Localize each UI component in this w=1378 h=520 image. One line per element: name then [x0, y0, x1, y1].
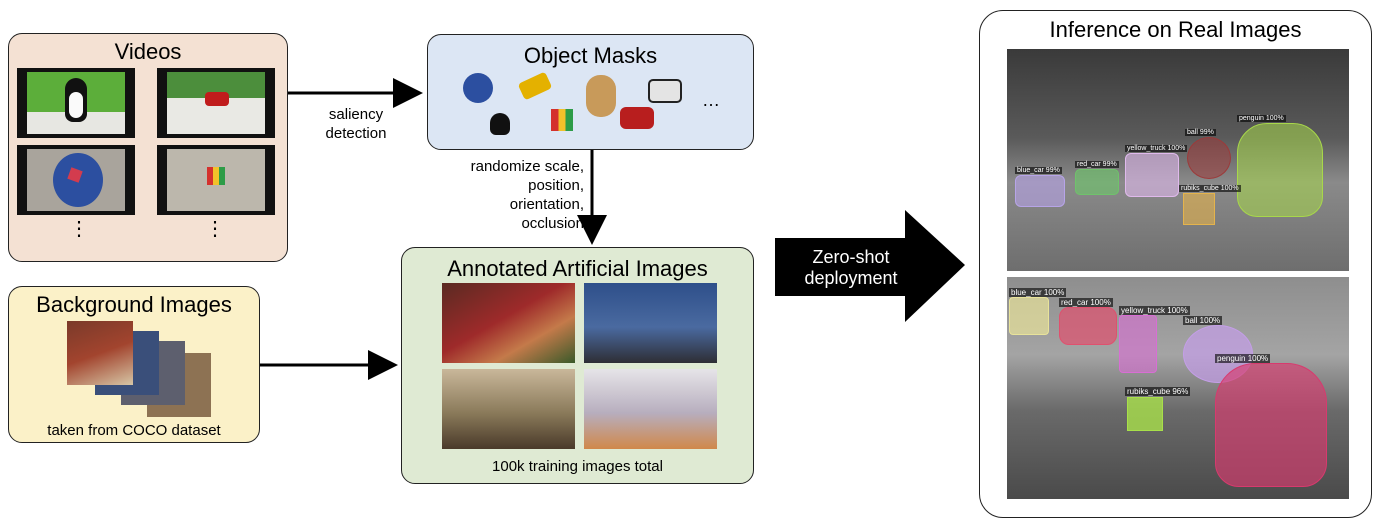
detection-blue-car-2	[1009, 297, 1049, 335]
randomize-label: randomize scale, position, orientation, …	[446, 157, 584, 233]
detection-penguin-2	[1215, 363, 1327, 487]
randomize-line-4: occlusion	[521, 215, 584, 232]
detection-red-car	[1075, 169, 1119, 195]
detection-rubiks-cube-2	[1127, 397, 1163, 431]
detection-penguin	[1237, 123, 1323, 217]
inference-title: Inference on Real Images	[1049, 17, 1302, 42]
inference-image-bottom: blue_car 100% red_car 100% yellow_truck …	[1007, 277, 1349, 499]
background-images-caption: taken from COCO dataset	[47, 422, 221, 439]
detection-red-car-label: red_car 99%	[1075, 161, 1119, 168]
background-image-stack-0	[67, 321, 133, 385]
annotated-image-1	[442, 283, 575, 363]
zero-shot-line-2: deployment	[804, 268, 898, 288]
annotated-images-caption: 100k training images total	[492, 458, 663, 475]
saliency-label: saliency detection	[304, 105, 408, 143]
annotated-image-4	[584, 369, 717, 449]
randomize-line-3: orientation,	[509, 196, 584, 213]
detection-rubiks-cube-label: rubiks_cube 100%	[1179, 185, 1241, 192]
detection-ball-2-label: ball 100%	[1183, 316, 1223, 325]
annotated-image-2	[584, 283, 717, 363]
randomize-line-2: position,	[528, 177, 584, 194]
inference-image-top: blue_car 99% red_car 99% yellow_truck 10…	[1007, 49, 1349, 271]
mask-blue-car-icon	[648, 79, 682, 103]
detection-yellow-truck-2-label: yellow_truck 100%	[1119, 306, 1190, 315]
inference-box: Inference on Real Images blue_car 99% re…	[979, 10, 1372, 518]
annotated-images-box: Annotated Artificial Images 100k trainin…	[401, 247, 754, 484]
mask-lion-icon	[586, 75, 616, 117]
car-icon	[205, 92, 229, 106]
video-thumbnail-cube	[157, 145, 275, 215]
zero-shot-label: Zero-shot deployment	[782, 247, 920, 289]
detection-yellow-truck-label: yellow_truck 100%	[1125, 145, 1188, 152]
mask-penguin-icon	[490, 113, 510, 135]
videos-box: Videos ⋮ ⋮	[8, 33, 288, 262]
annotated-image-3	[442, 369, 575, 449]
mask-red-car-icon	[620, 107, 654, 129]
saliency-line-1: saliency	[328, 106, 384, 123]
zero-shot-arrow	[775, 210, 965, 322]
detection-ball-label: ball 99%	[1185, 129, 1216, 136]
background-images-title: Background Images	[36, 292, 232, 317]
detection-blue-car-label: blue_car 99%	[1015, 167, 1062, 174]
detection-yellow-truck	[1125, 153, 1179, 197]
detection-rubiks-cube-2-label: rubiks_cube 96%	[1125, 387, 1191, 396]
detection-rubiks-cube	[1183, 193, 1215, 225]
detection-red-car-2-label: red_car 100%	[1059, 298, 1113, 307]
detection-blue-car	[1015, 175, 1065, 207]
videos-ellipsis-left: ⋮	[69, 218, 89, 240]
detection-ball	[1187, 137, 1231, 179]
detection-penguin-label: penguin 100%	[1237, 115, 1286, 122]
annotated-images-title: Annotated Artificial Images	[447, 256, 708, 281]
object-masks-ellipsis: …	[702, 90, 720, 110]
videos-title: Videos	[114, 39, 182, 64]
videos-ellipsis-right: ⋮	[205, 218, 225, 240]
video-thumbnail-penguin	[17, 68, 135, 138]
video-thumbnail-car	[157, 68, 275, 138]
zero-shot-line-1: Zero-shot	[812, 247, 890, 267]
detection-yellow-truck-2	[1119, 315, 1157, 373]
rubiks-cube-icon	[207, 167, 225, 185]
mask-rubiks-cube-icon	[551, 109, 573, 131]
object-masks-title: Object Masks	[523, 43, 658, 68]
object-masks-box: Object Masks …	[427, 34, 754, 150]
detection-penguin-2-label: penguin 100%	[1215, 354, 1271, 363]
background-images-box: Background Images taken from COCO datase…	[8, 286, 260, 443]
video-thumbnail-ball	[17, 145, 135, 215]
detection-blue-car-2-label: blue_car 100%	[1009, 288, 1067, 297]
mask-yellow-truck-icon	[517, 71, 553, 101]
randomize-line-1: randomize scale,	[470, 158, 584, 175]
detection-red-car-2	[1059, 307, 1117, 345]
saliency-line-2: detection	[325, 125, 387, 142]
mask-ball-icon	[463, 73, 493, 103]
